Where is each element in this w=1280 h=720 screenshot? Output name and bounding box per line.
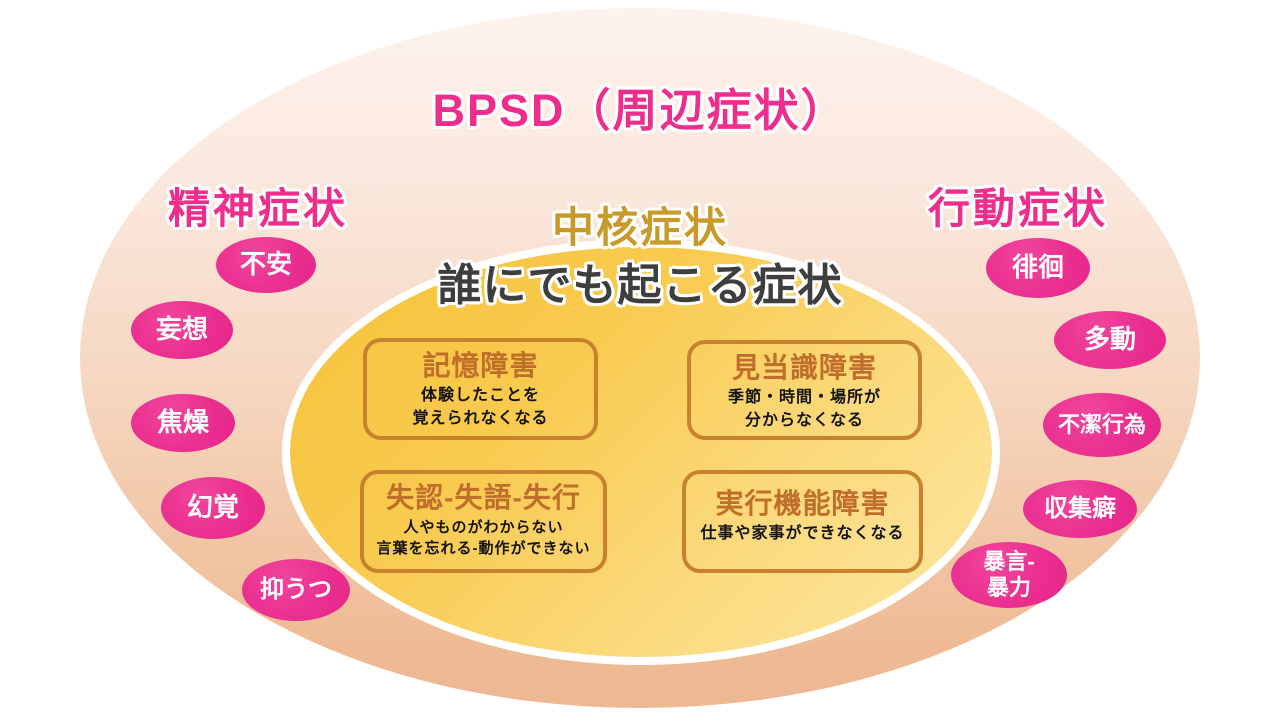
bubble-anxiety: 不安 (216, 237, 316, 293)
box-memory-impairment-title: 記憶障害 (422, 350, 539, 381)
box-executive-dysfunction: 実行機能障害 仕事や家事ができなくなる (682, 470, 923, 573)
psychological-symptoms-header: 精神症状 (168, 185, 349, 232)
box-executive-dysfunction-desc: 仕事や家事ができなくなる (700, 525, 905, 543)
bubble-unclean-behavior: 不潔行為 (1043, 393, 1161, 457)
box-executive-dysfunction-title: 実行機能障害 (715, 488, 890, 519)
core-symptoms-subheader: 誰にでも起こる症状 (437, 261, 843, 310)
box-agnosia-aphasia-apraxia-desc: 人やものがわからない 言葉を忘れる-動作ができない (376, 519, 591, 558)
bubble-hoarding: 収集癖 (1023, 480, 1137, 538)
core-symptoms-ellipse-fill (290, 247, 992, 657)
bubble-wandering: 徘徊 (986, 238, 1090, 298)
diagram-title: BPSD（周辺症状） (432, 85, 848, 136)
bubble-depression: 抑うつ (242, 559, 350, 621)
box-disorientation: 見当識障害 季節・時間・場所が 分からなくなる (687, 340, 922, 440)
core-symptoms-header: 中核症状 (551, 204, 728, 251)
box-memory-impairment: 記憶障害 体験したことを 覚えられなくなる (363, 338, 598, 440)
bubble-agitation: 焦燥 (131, 394, 235, 452)
bubble-delusion: 妄想 (131, 301, 233, 359)
bubble-verbal-abuse-violence: 暴言- 暴力 (951, 542, 1067, 608)
bubble-hallucination: 幻覚 (161, 477, 265, 539)
core-symptoms-ellipse (282, 239, 1000, 665)
box-disorientation-title: 見当識障害 (731, 352, 877, 383)
box-disorientation-desc: 季節・時間・場所が 分からなくなる (727, 389, 881, 429)
bubble-hyperactivity: 多動 (1054, 311, 1166, 369)
box-agnosia-aphasia-apraxia-title: 失認-失語-失行 (386, 482, 581, 513)
box-memory-impairment-desc: 体験したことを 覚えられなくなる (412, 387, 549, 427)
box-agnosia-aphasia-apraxia: 失認-失語-失行 人やものがわからない 言葉を忘れる-動作ができない (360, 470, 607, 573)
behavioral-symptoms-header: 行動症状 (928, 185, 1109, 232)
